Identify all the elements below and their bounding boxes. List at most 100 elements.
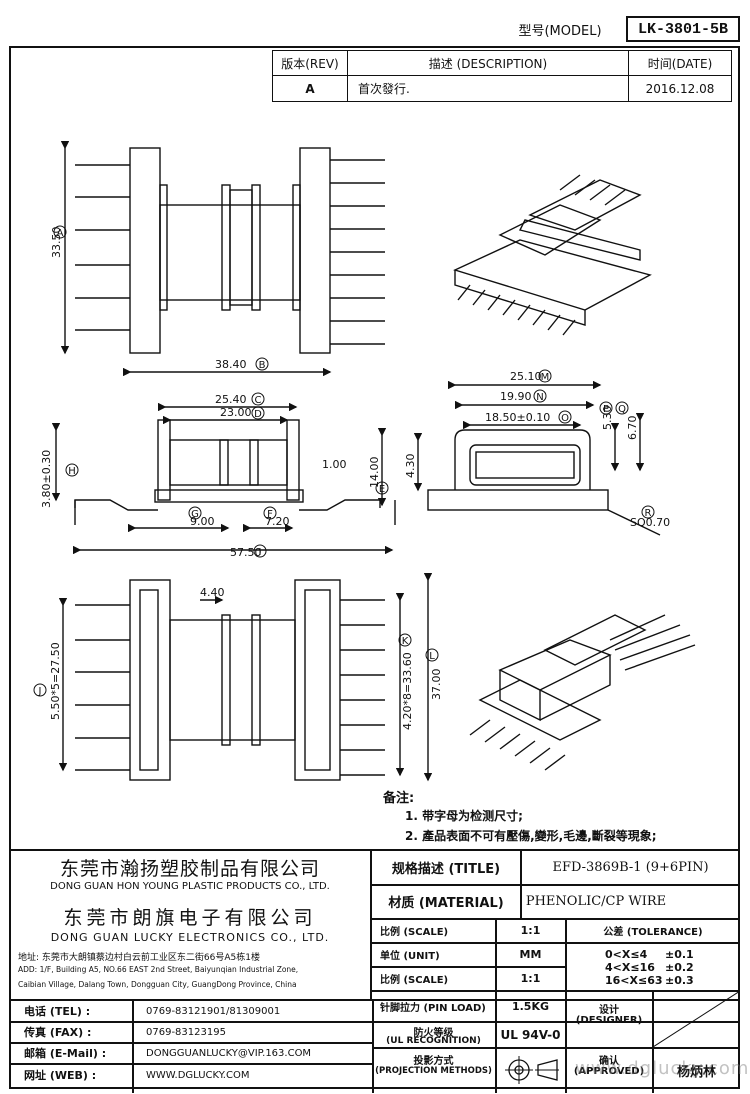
tol1-value: ±0.1 bbox=[665, 948, 694, 961]
marker-d: D bbox=[251, 406, 265, 420]
svg-text:N: N bbox=[536, 392, 543, 403]
approved-value: 杨炳林 bbox=[676, 1065, 716, 1080]
dim-550: 5.50*5=27.50 bbox=[49, 642, 62, 720]
marker-b: B bbox=[255, 357, 269, 371]
fire-value: UL 94V-0 bbox=[500, 1027, 561, 1042]
marker-f: F bbox=[263, 506, 277, 520]
svg-text:D: D bbox=[254, 409, 262, 420]
company-en-1: DONG GUAN HON YOUNG PLASTIC PRODUCTS CO.… bbox=[50, 881, 330, 892]
model-value: LK-3801-5B bbox=[626, 16, 740, 42]
dim-25-4: 25.40 bbox=[215, 393, 247, 406]
scale-value: 1:1 bbox=[520, 924, 541, 937]
bottom-view bbox=[58, 573, 433, 782]
svg-text:P: P bbox=[603, 404, 609, 415]
svg-text:H: H bbox=[68, 466, 76, 477]
address-cn: 地址: 东莞市大朗镇蔡边村白云前工业区东二街66号A5栋1楼 bbox=[18, 953, 260, 963]
front-view-top bbox=[60, 141, 385, 377]
marker-c: C bbox=[251, 392, 265, 406]
email-label: 邮箱 (E-Mail) : bbox=[24, 1047, 107, 1060]
dim-2510: 25.10 bbox=[510, 370, 542, 383]
tol3-range: 16<X≤63 bbox=[605, 974, 663, 987]
fire-label-1: 防火等级 bbox=[413, 1028, 454, 1039]
dim-1: 1.00 bbox=[322, 458, 347, 471]
marker-p: P bbox=[599, 401, 613, 415]
title-label: 规格描述 (TITLE) bbox=[391, 862, 501, 877]
marker-g: G bbox=[188, 506, 202, 520]
dim-37: 37.00 bbox=[430, 669, 443, 701]
title-value: EFD-3869B-1 (9+6PIN) bbox=[552, 860, 709, 875]
dim-430: 4.30 bbox=[404, 454, 417, 479]
designer-label-2: (DESIGNER) bbox=[575, 1015, 643, 1026]
marker-q: Q bbox=[615, 401, 629, 415]
technical-drawing: 33.50 38.40 25.40 23.00 3.80±0.30 1.00 1… bbox=[33, 141, 696, 782]
dim-670: 6.70 bbox=[626, 416, 639, 441]
svg-text:Q: Q bbox=[618, 404, 626, 415]
svg-text:R: R bbox=[645, 508, 652, 519]
marker-i: I bbox=[253, 544, 267, 558]
iso-view-bottom bbox=[469, 614, 696, 771]
notes-title: 备注: bbox=[383, 791, 415, 806]
drawing-frame bbox=[9, 46, 740, 1089]
company-cn-1: 东莞市瀚扬塑胶制品有限公司 bbox=[59, 858, 320, 880]
address-en-1: ADD: 1/F, Building A5, NO.66 EAST 2nd St… bbox=[18, 965, 299, 974]
pinload-value: 1.5KG bbox=[511, 999, 550, 1013]
note-2: 2. 產品表面不可有壓傷,變形,毛邊,斷裂等現象; bbox=[405, 829, 657, 843]
pinload-label: 针脚拉力 (PIN LOAD) bbox=[380, 1002, 486, 1014]
company-en-2: DONG GUAN LUCKY ELECTRONICS CO., LTD. bbox=[50, 931, 330, 944]
web-label: 网址 (WEB) : bbox=[24, 1069, 97, 1082]
tol2-range: 4<X≤16 bbox=[605, 961, 655, 974]
fax-value: 0769-83123195 bbox=[146, 1026, 226, 1038]
tolerance-label: 公差 (TOLERANCE) bbox=[603, 927, 703, 938]
designer-empty-slash bbox=[653, 991, 740, 1047]
dim-14: 14.00 bbox=[368, 457, 381, 489]
address-en-2: Caibian Village, Dalang Town, Dongguan C… bbox=[18, 980, 297, 989]
marker-r: R bbox=[641, 505, 655, 519]
designer-label-1: 设计 bbox=[599, 1005, 619, 1016]
dim-380: 3.80±0.30 bbox=[40, 450, 53, 508]
email-value[interactable]: DONGGUANLUCKY@VIP.163.COM bbox=[146, 1047, 312, 1059]
marker-k: K bbox=[398, 633, 412, 647]
marker-n: N bbox=[533, 389, 547, 403]
dim-38: 38.40 bbox=[215, 358, 247, 371]
unit-label: 单位 (UNIT) bbox=[380, 951, 440, 962]
scale-label: 比例 (SCALE) bbox=[380, 927, 449, 938]
proj-label-1: 投影方式 bbox=[413, 1056, 454, 1067]
scale2-label: 比例 (SCALE) bbox=[380, 975, 449, 986]
tel-value: 0769-83121901/81309001 bbox=[146, 1005, 281, 1017]
proj-label-2: (PROJECTION METHODS) bbox=[375, 1066, 492, 1076]
iso-view-top bbox=[453, 174, 652, 336]
approved-label-2: (APPROVED) bbox=[573, 1066, 645, 1077]
tel-label: 电话 (TEL) : bbox=[24, 1005, 91, 1018]
marker-a: A bbox=[53, 225, 67, 239]
model-label: 型号(MODEL) bbox=[518, 23, 602, 39]
svg-text:L: L bbox=[429, 651, 435, 662]
fire-label-2: (UL RECOGNITION) bbox=[386, 1036, 481, 1046]
marker-j: J bbox=[33, 683, 47, 697]
watermark: www.dglucky.com bbox=[575, 1058, 750, 1079]
end-view bbox=[413, 380, 661, 536]
date-value: 2016.12.08 bbox=[628, 75, 732, 102]
svg-text:B: B bbox=[259, 360, 266, 371]
scale2-value: 1:1 bbox=[520, 972, 541, 985]
tol1-range: 0<X≤4 bbox=[605, 948, 648, 961]
dim-575: 57.50 bbox=[230, 546, 262, 559]
approved-label-1: 确认 bbox=[599, 1056, 619, 1067]
marker-l: L bbox=[425, 648, 439, 662]
svg-text:I: I bbox=[259, 547, 262, 558]
projection-symbol-icon bbox=[505, 1056, 559, 1084]
material-label: 材质 (MATERIAL) bbox=[388, 896, 504, 911]
fax-label: 传真 (FAX) : bbox=[24, 1026, 92, 1039]
dim-9: 9.00 bbox=[190, 515, 215, 528]
svg-text:J: J bbox=[38, 686, 42, 697]
material-value: PHENOLIC/CP WIRE bbox=[525, 894, 667, 909]
marker-h: H bbox=[65, 463, 79, 477]
note-1: 1. 带字母为检测尺寸; bbox=[405, 809, 523, 823]
tol3-value: ±0.3 bbox=[665, 974, 694, 987]
unit-value: MM bbox=[519, 948, 542, 961]
svg-text:F: F bbox=[267, 509, 273, 520]
company-cn-2: 东莞市朗旗电子有限公司 bbox=[63, 907, 317, 929]
web-value[interactable]: WWW.DGLUCKY.COM bbox=[146, 1069, 250, 1081]
dim-23: 23.00 bbox=[220, 406, 252, 419]
svg-text:M: M bbox=[541, 372, 550, 383]
dim-440: 4.40 bbox=[200, 586, 225, 599]
